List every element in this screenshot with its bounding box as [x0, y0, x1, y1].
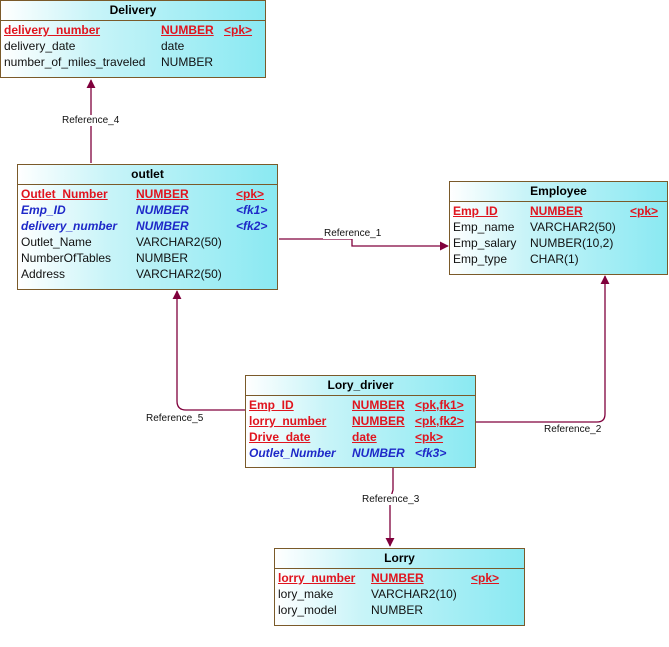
column-key: <pk> [471, 571, 500, 585]
entity-title: Employee [450, 182, 667, 202]
column-type: VARCHAR2(50) [136, 235, 222, 249]
column-name: Emp_type [453, 252, 508, 266]
column-name: NumberOfTables [21, 251, 112, 265]
column-name: Emp_name [453, 220, 515, 234]
column-key [224, 54, 254, 70]
reference-5-label: Reference_5 [145, 413, 205, 424]
column-key [236, 266, 269, 282]
column-name: Emp_ID [249, 398, 294, 412]
column-key [630, 235, 660, 251]
column-type: NUMBER [161, 23, 214, 37]
column-row: Drive_date date <pk> [249, 429, 466, 445]
column-name: Address [21, 267, 66, 281]
column-row: lorry_number NUMBER <pk,fk2> [249, 413, 466, 429]
reference-1-line [279, 238, 449, 251]
column-key [236, 234, 269, 250]
column-type: NUMBER [136, 251, 189, 265]
column-key: <fk3> [415, 446, 447, 460]
column-type: date [352, 430, 377, 444]
column-key: <pk> [630, 204, 659, 218]
column-row: lorry_number NUMBER <pk> [278, 570, 501, 586]
entity-outlet[interactable]: outlet Outlet_Number NUMBER <pk> Emp_ID … [17, 164, 278, 290]
reference-2-label: Reference_2 [543, 424, 603, 435]
column-type: NUMBER [352, 414, 405, 428]
column-type: NUMBER [530, 204, 583, 218]
column-row: number_of_miles_traveled NUMBER [4, 54, 254, 70]
column-name: Outlet_Number [249, 446, 336, 460]
column-type: NUMBER [371, 603, 424, 617]
column-row: Emp_ID NUMBER <pk> [453, 203, 660, 219]
column-key: <pk> [236, 187, 265, 201]
column-row: Outlet_Number NUMBER <fk3> [249, 445, 466, 461]
reference-4-label: Reference_4 [61, 115, 121, 126]
column-row: delivery_date date [4, 38, 254, 54]
column-row: Emp_ID NUMBER <pk,fk1> [249, 397, 466, 413]
column-type: VARCHAR2(10) [371, 587, 457, 601]
column-row: Emp_type CHAR(1) [453, 251, 660, 267]
column-type: VARCHAR2(50) [136, 267, 222, 281]
entity-title: Lorry [275, 549, 524, 569]
column-row: Outlet_Number NUMBER <pk> [21, 186, 269, 202]
column-row: Emp_name VARCHAR2(50) [453, 219, 660, 235]
column-row: lory_make VARCHAR2(10) [278, 586, 501, 602]
reference-2-line [476, 275, 610, 423]
column-name: delivery_number [4, 23, 101, 37]
column-key [471, 586, 501, 602]
column-type: CHAR(1) [530, 252, 579, 266]
column-row: Outlet_Name VARCHAR2(50) [21, 234, 269, 250]
column-name: number_of_miles_traveled [4, 55, 146, 69]
column-type: VARCHAR2(50) [530, 220, 616, 234]
column-key [630, 219, 660, 235]
column-type: NUMBER [136, 219, 189, 233]
column-key: <fk1> [236, 203, 268, 217]
column-type: NUMBER [136, 203, 189, 217]
entity-title: Delivery [1, 1, 265, 21]
column-name: Emp_ID [21, 203, 66, 217]
reference-3-line [385, 468, 395, 547]
column-row: Emp_ID NUMBER <fk1> [21, 202, 269, 218]
column-type: NUMBER(10,2) [530, 236, 614, 250]
entity-delivery[interactable]: Delivery delivery_number NUMBER <pk> del… [0, 0, 266, 78]
column-type: NUMBER [161, 55, 214, 69]
entity-lorry[interactable]: Lorry lorry_number NUMBER <pk> lory_make… [274, 548, 525, 626]
column-type: NUMBER [136, 187, 189, 201]
column-key [224, 38, 254, 54]
column-row: lory_model NUMBER [278, 602, 501, 618]
column-row: Emp_salary NUMBER(10,2) [453, 235, 660, 251]
entity-title: outlet [18, 165, 277, 185]
entity-employee[interactable]: Employee Emp_ID NUMBER <pk> Emp_name VAR… [449, 181, 668, 275]
column-row: NumberOfTables NUMBER [21, 250, 269, 266]
entity-lory-driver[interactable]: Lory_driver Emp_ID NUMBER <pk,fk1> lorry… [245, 375, 476, 468]
column-name: Drive_date [249, 430, 311, 444]
column-key: <pk,fk1> [415, 398, 464, 412]
reference-1-label: Reference_1 [323, 228, 383, 239]
column-row: delivery_number NUMBER <fk2> [21, 218, 269, 234]
entity-title: Lory_driver [246, 376, 475, 396]
column-row: Address VARCHAR2(50) [21, 266, 269, 282]
column-name: delivery_number [21, 219, 118, 233]
column-type: NUMBER [352, 398, 405, 412]
column-name: delivery_date [4, 39, 76, 53]
column-name: Emp_ID [453, 204, 498, 218]
column-type: NUMBER [371, 571, 424, 585]
reference-3-label: Reference_3 [361, 494, 421, 505]
column-key: <pk> [224, 23, 253, 37]
column-key: <pk> [415, 430, 444, 444]
column-type: date [161, 39, 185, 53]
column-type: NUMBER [352, 446, 405, 460]
column-key [471, 602, 501, 618]
column-key [630, 251, 660, 267]
column-name: lorry_number [278, 571, 356, 585]
column-name: Outlet_Name [21, 235, 92, 249]
column-key [236, 250, 269, 266]
column-name: Emp_salary [453, 236, 517, 250]
column-name: lorry_number [249, 414, 327, 428]
column-name: lory_make [278, 587, 334, 601]
reference-5-line [172, 290, 245, 411]
column-key: <pk,fk2> [415, 414, 464, 428]
column-key: <fk2> [236, 219, 268, 233]
column-row: delivery_number NUMBER <pk> [4, 22, 254, 38]
column-name: lory_model [278, 603, 337, 617]
column-name: Outlet_Number [21, 187, 108, 201]
